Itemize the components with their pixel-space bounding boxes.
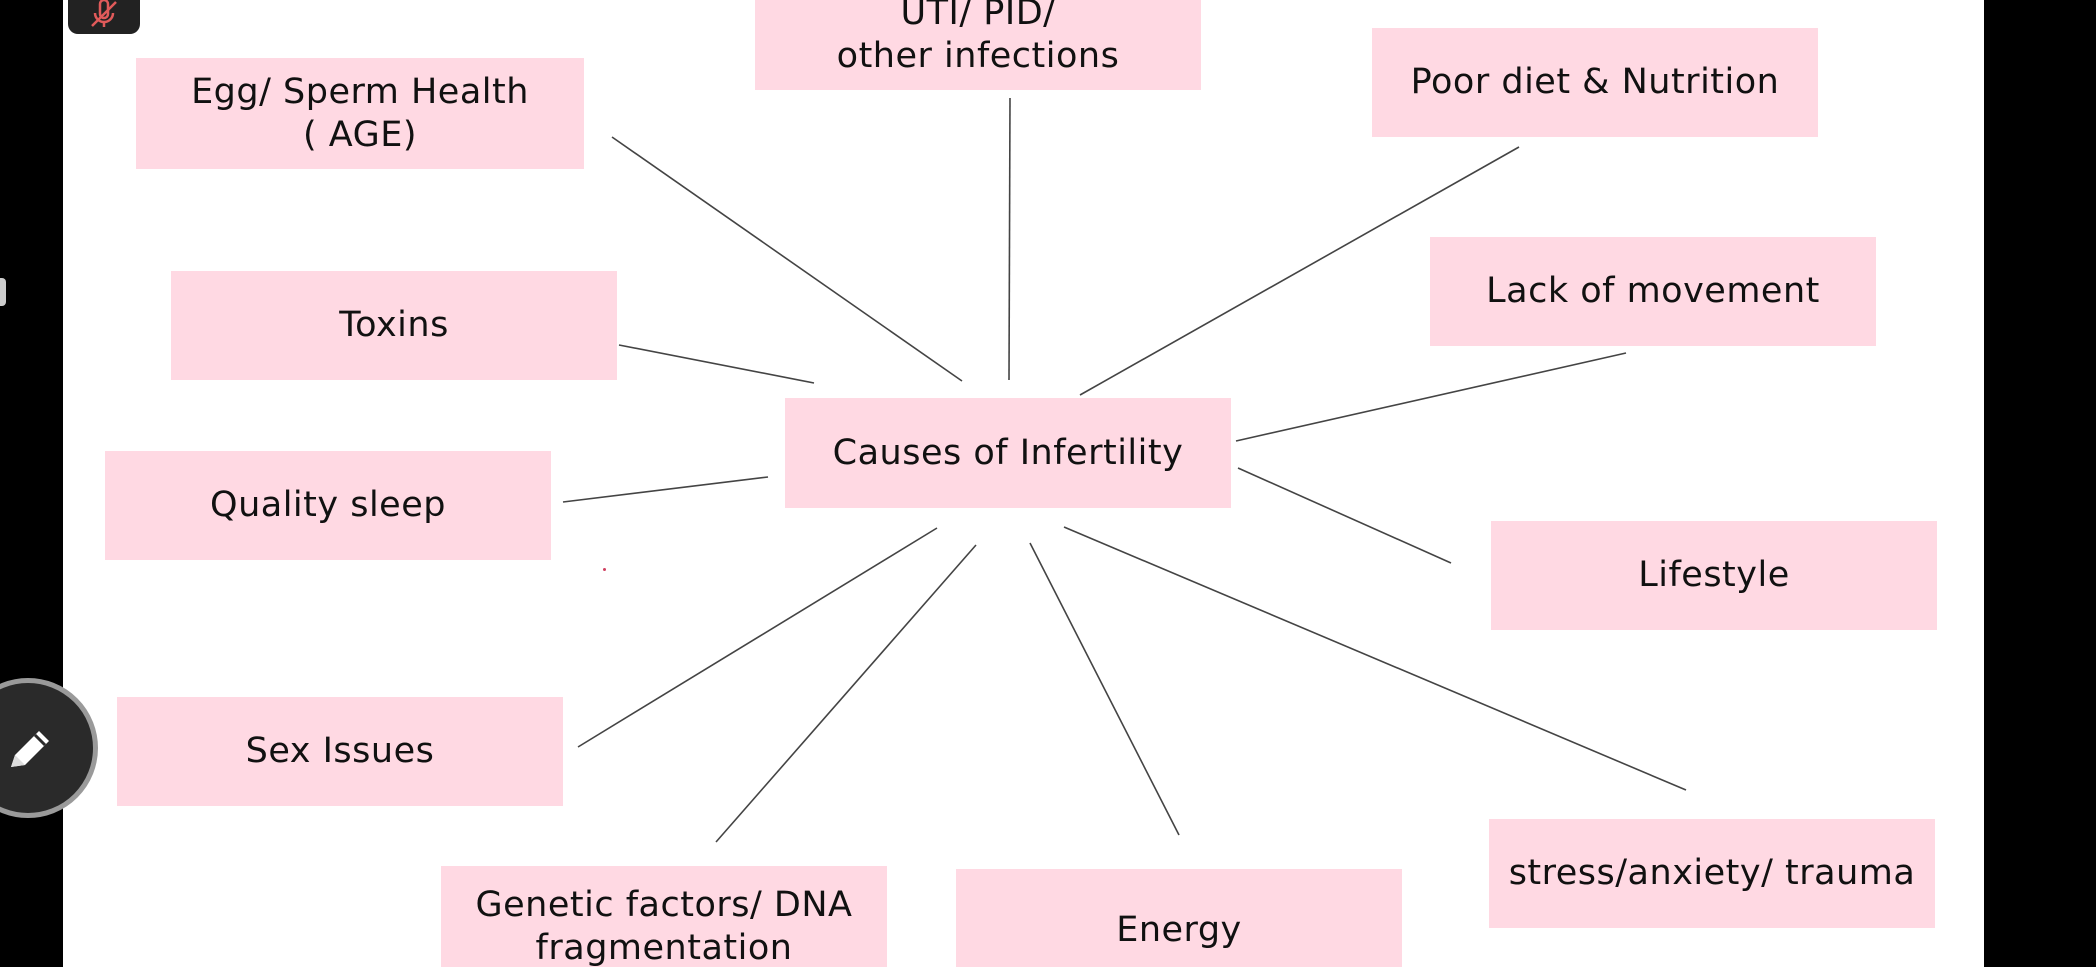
pen-icon [11, 731, 49, 767]
node-egg-sperm-label-line-1: Egg/ Sperm Health [191, 71, 529, 112]
node-egg-sperm-label-line-2: ( AGE) [303, 114, 417, 155]
node-diet-label-line-1: Poor diet & Nutrition [1410, 62, 1780, 103]
connector-energy [1029, 542, 1180, 836]
connector-egg-sperm [611, 136, 963, 382]
mic-muted-icon [91, 0, 117, 27]
node-center: Causes of Infertility [785, 398, 1231, 508]
mic-toggle-button[interactable] [68, 0, 140, 34]
connector-toxins [618, 344, 815, 384]
node-center-label-line-1: Causes of Infertility [832, 432, 1184, 473]
node-movement-label-line-1: Lack of movement [1486, 271, 1820, 312]
connector-lifestyle [1237, 467, 1452, 564]
connector-sex [577, 527, 938, 748]
node-genetic-label-line-2: fragmentation [535, 928, 793, 967]
node-diet: Poor diet & Nutrition [1372, 28, 1818, 137]
ink-dot [603, 568, 606, 571]
node-uti-label-line-2: other infections [836, 36, 1120, 76]
node-sleep-label-line-1: Quality sleep [210, 485, 446, 526]
node-energy-label-line-1: Energy [1116, 909, 1242, 950]
node-sleep: Quality sleep [105, 451, 551, 560]
side-panel-handle[interactable] [0, 278, 6, 306]
node-egg-sperm: Egg/ Sperm Health( AGE) [136, 58, 584, 169]
node-stress-label-line-1: stress/anxiety/ trauma [1508, 853, 1916, 894]
node-uti: UTI/ PID/other infections [755, 0, 1201, 90]
node-uti-label-line-1: UTI/ PID/ [900, 0, 1056, 34]
node-lifestyle-label-line-1: Lifestyle [1638, 555, 1790, 596]
node-energy: Energy [956, 869, 1402, 967]
node-sex: Sex Issues [117, 697, 563, 806]
node-genetic-label-line-1: Genetic factors/ DNA [475, 885, 853, 926]
connector-stress [1063, 526, 1687, 791]
connector-uti [1008, 97, 1011, 381]
connector-movement [1235, 352, 1627, 442]
node-stress: stress/anxiety/ trauma [1489, 819, 1935, 928]
node-toxins-label-line-1: Toxins [339, 305, 449, 346]
node-movement: Lack of movement [1430, 237, 1876, 346]
node-toxins: Toxins [171, 271, 617, 380]
node-sex-label-line-1: Sex Issues [245, 731, 435, 772]
node-lifestyle: Lifestyle [1491, 521, 1937, 630]
connector-genetic [715, 544, 977, 843]
connector-sleep [562, 476, 769, 503]
connector-diet [1079, 146, 1520, 396]
